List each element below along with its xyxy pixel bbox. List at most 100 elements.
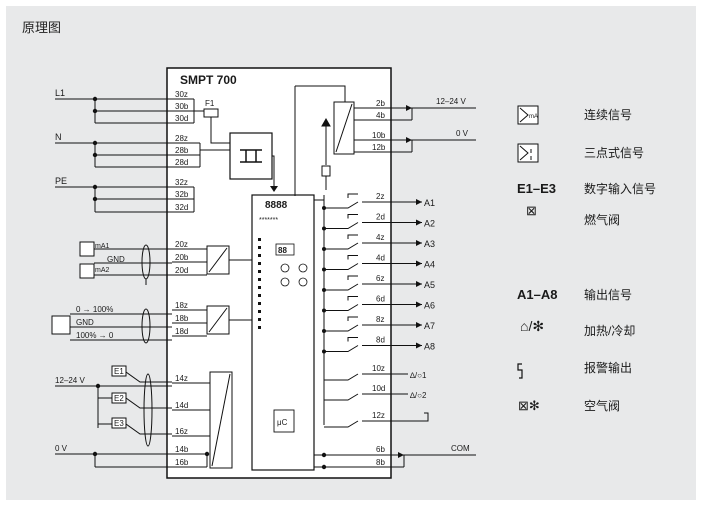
page-title: 原理图 xyxy=(22,21,61,36)
svg-text:E1–E3: E1–E3 xyxy=(517,181,556,196)
svg-text:28b: 28b xyxy=(175,146,189,155)
svg-text:0 → 100%: 0 → 100% xyxy=(76,305,113,314)
alarm-terminal-label: 10z xyxy=(372,364,385,373)
label-L1: L1 xyxy=(55,88,65,98)
svg-text:燃气阀: 燃气阀 xyxy=(584,212,620,227)
alarm-terminal-label: 12z xyxy=(372,411,385,420)
alarm-contact xyxy=(324,393,390,401)
svg-text:空气阀: 空气阀 xyxy=(584,398,620,413)
svg-text:GND: GND xyxy=(76,318,94,327)
svg-text:加热/冷却: 加热/冷却 xyxy=(584,324,635,338)
svg-text:20d: 20d xyxy=(175,266,188,275)
svg-text:mA1: mA1 xyxy=(95,243,110,250)
svg-text:GND: GND xyxy=(107,255,125,264)
display-small: 88 xyxy=(278,246,287,255)
svg-text:32z: 32z xyxy=(175,178,188,187)
alarm-signal-label: ∆/○2 xyxy=(410,391,427,400)
svg-text:12b: 12b xyxy=(372,143,386,152)
relay-outputs: 2zA12dA24zA34dA46zA56dA68zA78dA810z∆/○11… xyxy=(322,192,435,428)
svg-text:6b: 6b xyxy=(376,445,385,454)
svg-text:100% → 0: 100% → 0 xyxy=(76,331,114,340)
output-terminal-label: 8z xyxy=(376,315,384,324)
output-signal-label: A7 xyxy=(424,321,435,331)
svg-text:8b: 8b xyxy=(376,458,385,467)
alarm-contact xyxy=(324,420,390,428)
output-signal-label: A5 xyxy=(424,280,435,290)
label-PE: PE xyxy=(55,176,67,186)
svg-text:14b: 14b xyxy=(175,445,189,454)
output-signal-label: A3 xyxy=(424,239,435,249)
svg-text:mA2: mA2 xyxy=(95,267,110,274)
svg-text:20z: 20z xyxy=(175,240,188,249)
svg-text:28d: 28d xyxy=(175,158,188,167)
output-terminal-label: 4d xyxy=(376,254,385,263)
transformer-box xyxy=(229,132,273,180)
legend: mA ⊠ ⌂/✻ ⊠✻ 连续信号 三点式信号 E1–E3 数字输入信号 燃气阀 … xyxy=(517,105,656,413)
output-terminal-label: 2z xyxy=(376,192,384,201)
svg-text:4b: 4b xyxy=(376,111,385,120)
display-row: ******* xyxy=(259,217,278,224)
alarm-signal-label: ∆/○1 xyxy=(410,371,427,380)
svg-text:32b: 32b xyxy=(175,190,189,199)
svg-text:连续信号: 连续信号 xyxy=(584,107,632,122)
svg-text:报警输出: 报警输出 xyxy=(584,360,632,375)
svg-text:COM: COM xyxy=(451,444,470,453)
fuse-label: F1 xyxy=(205,99,215,108)
transformer-icon xyxy=(240,149,262,163)
svg-text:16b: 16b xyxy=(175,458,189,467)
svg-text:0 V: 0 V xyxy=(55,444,68,453)
alarm-contact xyxy=(324,373,390,381)
alarm-output-symbol xyxy=(390,412,429,422)
output-signal-label: A6 xyxy=(424,301,435,311)
svg-text:E1: E1 xyxy=(114,367,124,376)
svg-text:30d: 30d xyxy=(175,114,188,123)
device-title: SMPT 700 xyxy=(180,73,237,87)
mA1-sensor-icon xyxy=(79,241,95,257)
svg-text:12–24 V: 12–24 V xyxy=(55,376,85,385)
svg-text:三点式信号: 三点式信号 xyxy=(584,146,644,160)
output-terminal-label: 2d xyxy=(376,213,385,222)
mu-label: μC xyxy=(277,418,288,427)
svg-text:32d: 32d xyxy=(175,203,188,212)
mA2-sensor-icon xyxy=(79,263,95,279)
output-terminal-label: 6z xyxy=(376,274,384,283)
heat-cool-icon: ⌂/✻ xyxy=(520,318,544,334)
button-down-icon-2 xyxy=(298,277,308,287)
svg-text:E3: E3 xyxy=(114,419,124,428)
svg-text:16z: 16z xyxy=(175,427,188,436)
three-point-actuator-icon xyxy=(51,315,71,335)
display-digits: 8888 xyxy=(265,200,288,211)
svg-text:0 V: 0 V xyxy=(456,129,469,138)
svg-text:18z: 18z xyxy=(175,301,188,310)
svg-text:30b: 30b xyxy=(175,102,189,111)
svg-text:18d: 18d xyxy=(175,327,188,336)
microcontroller-chip xyxy=(273,409,295,433)
svg-text:18b: 18b xyxy=(175,314,189,323)
svg-text:E2: E2 xyxy=(114,394,124,403)
svg-text:10b: 10b xyxy=(372,131,386,140)
svg-text:mA: mA xyxy=(529,114,538,120)
svg-text:28z: 28z xyxy=(175,134,188,143)
output-signal-label: A4 xyxy=(424,260,435,270)
output-terminal-label: 6d xyxy=(376,295,385,304)
button-down-icon xyxy=(280,277,290,287)
output-signal-label: A1 xyxy=(424,198,435,208)
air-valve-icon: ⊠✻ xyxy=(518,398,540,413)
gas-valve-icon: ⊠ xyxy=(526,203,537,218)
button-up-icon xyxy=(280,263,290,273)
svg-text:数字输入信号: 数字输入信号 xyxy=(584,181,656,196)
svg-text:12–24 V: 12–24 V xyxy=(436,97,466,106)
output-signal-label: A2 xyxy=(424,219,435,229)
svg-text:2b: 2b xyxy=(376,99,385,108)
svg-text:20b: 20b xyxy=(175,253,189,262)
svg-text:14z: 14z xyxy=(175,374,188,383)
output-signal-label: A8 xyxy=(424,342,435,352)
svg-text:14d: 14d xyxy=(175,401,188,410)
alarm-terminal-label: 10d xyxy=(372,384,385,393)
label-N: N xyxy=(55,132,62,142)
output-terminal-label: 8d xyxy=(376,336,385,345)
svg-text:30z: 30z xyxy=(175,90,188,99)
svg-text:A1–A8: A1–A8 xyxy=(517,287,557,302)
